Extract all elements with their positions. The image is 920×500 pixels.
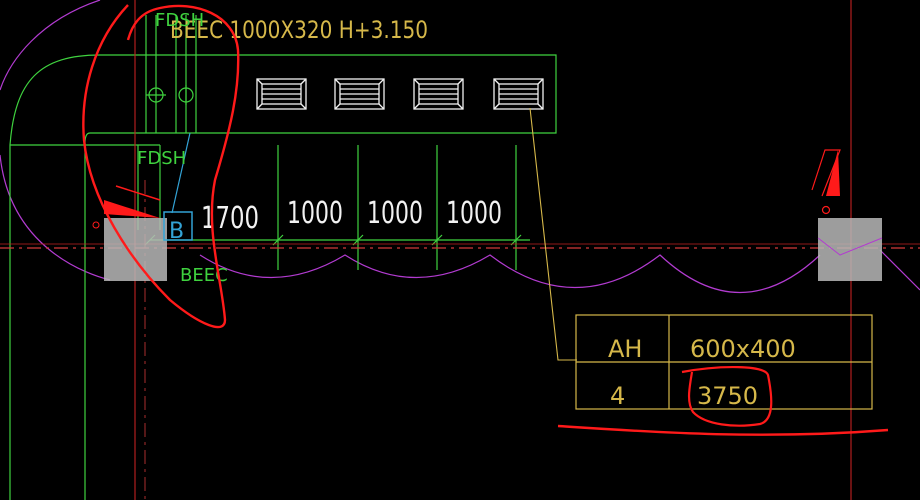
red-markup-circle: [681, 366, 773, 427]
fdsh-label-mid: FDSH: [137, 148, 186, 169]
spacing-3: 1000: [367, 196, 423, 231]
schedule-cell-r2c2: 3750: [697, 382, 758, 410]
red-dot-left: [92, 221, 100, 229]
schedule-cell-r2c1: 4: [610, 382, 625, 410]
yellow-leader: [529, 107, 577, 361]
spacing-2: 1000: [287, 196, 343, 231]
red-outline-right: [811, 149, 841, 197]
fdsh-label-top: FDSH: [155, 10, 204, 31]
column-right-cross: [817, 237, 883, 256]
tag-box-label: B: [169, 219, 184, 244]
schedule-cell-r1c1: AH: [608, 335, 642, 363]
fire-damper-symbols: [146, 85, 194, 105]
red-leader-left: [115, 185, 161, 201]
schedule-table: [575, 314, 873, 410]
magenta-arc-top: [0, 0, 101, 91]
red-triangle-right: [826, 150, 840, 196]
magenta-arc-large: [0, 154, 111, 281]
duct-outline: [9, 15, 557, 500]
schedule-cell-r1c2: 600x400: [690, 335, 796, 363]
grille-2: [334, 78, 385, 110]
red-dot-right: [821, 205, 831, 215]
tag-box: [163, 211, 193, 241]
spacing-4: 1000: [446, 196, 502, 231]
cyan-leader: [171, 132, 191, 214]
red-markup-loop: [82, 4, 240, 329]
beec-label-bottom: BEEC: [180, 265, 228, 286]
red-markup-underline: [557, 424, 889, 436]
red-triangle-left: [104, 200, 160, 218]
magenta-scallops: [199, 249, 920, 293]
duct-size-label: BEEC 1000X320 H+3.150: [170, 16, 428, 44]
grille-1: [256, 78, 307, 110]
grille-row: [256, 78, 544, 110]
spacing-1: 1700: [201, 201, 259, 236]
grille-4: [493, 78, 544, 110]
column-right: [818, 218, 882, 281]
grille-3: [413, 78, 464, 110]
